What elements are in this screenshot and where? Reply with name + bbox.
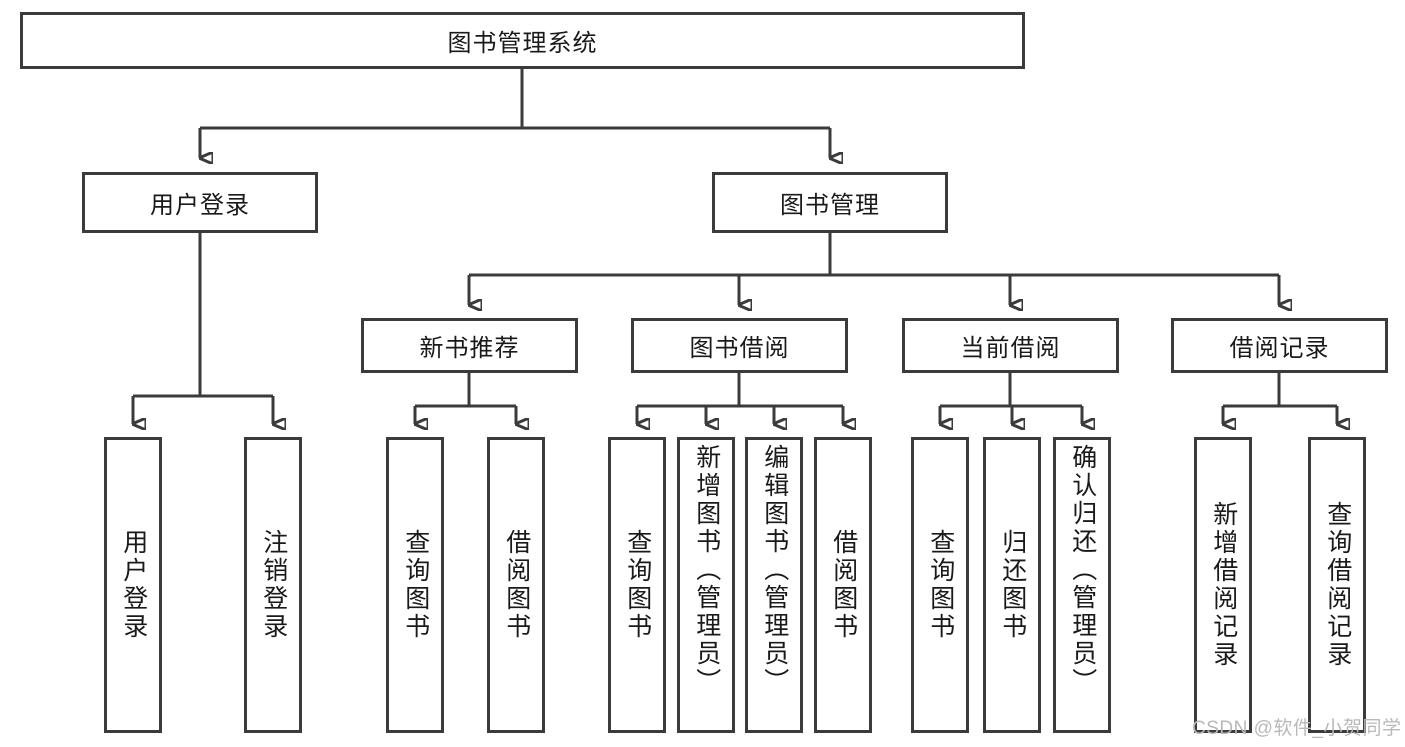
leaf-node-borrow-book-recommend[interactable]: 借阅图书 (487, 437, 545, 733)
leaf-node-add-borrow-record[interactable]: 新增借阅记录 (1194, 437, 1252, 733)
leaf-node-add-book-admin[interactable]: 新增图书（管理员） (677, 437, 735, 733)
leaf-node-query-book-recommend[interactable]: 查询图书 (386, 437, 444, 733)
leaf-node-confirm-return-admin[interactable]: 确认归还（管理员） (1053, 437, 1111, 733)
leaf-node-user-login[interactable]: 用户登录 (104, 437, 162, 733)
node-book-management[interactable]: 图书管理 (712, 172, 948, 233)
leaf-node-edit-book-admin[interactable]: 编辑图书（管理员） (745, 437, 803, 733)
node-root-system[interactable]: 图书管理系统 (20, 12, 1025, 69)
node-book-borrow[interactable]: 图书借阅 (631, 318, 848, 373)
node-new-book-recommend[interactable]: 新书推荐 (361, 318, 578, 373)
node-current-borrow[interactable]: 当前借阅 (902, 318, 1119, 373)
leaf-node-query-book-current[interactable]: 查询图书 (911, 437, 969, 733)
node-borrow-record[interactable]: 借阅记录 (1171, 318, 1388, 373)
leaf-node-query-borrow-record[interactable]: 查询借阅记录 (1308, 437, 1366, 733)
leaf-node-logout-login[interactable]: 注销登录 (244, 437, 302, 733)
watermark-text: CSDN @软件_小贺同学 (1192, 718, 1402, 739)
leaf-node-return-book[interactable]: 归还图书 (983, 437, 1041, 733)
node-user-login[interactable]: 用户登录 (82, 172, 318, 233)
leaf-node-query-book-borrow[interactable]: 查询图书 (608, 437, 666, 733)
leaf-node-borrow-book[interactable]: 借阅图书 (814, 437, 872, 733)
